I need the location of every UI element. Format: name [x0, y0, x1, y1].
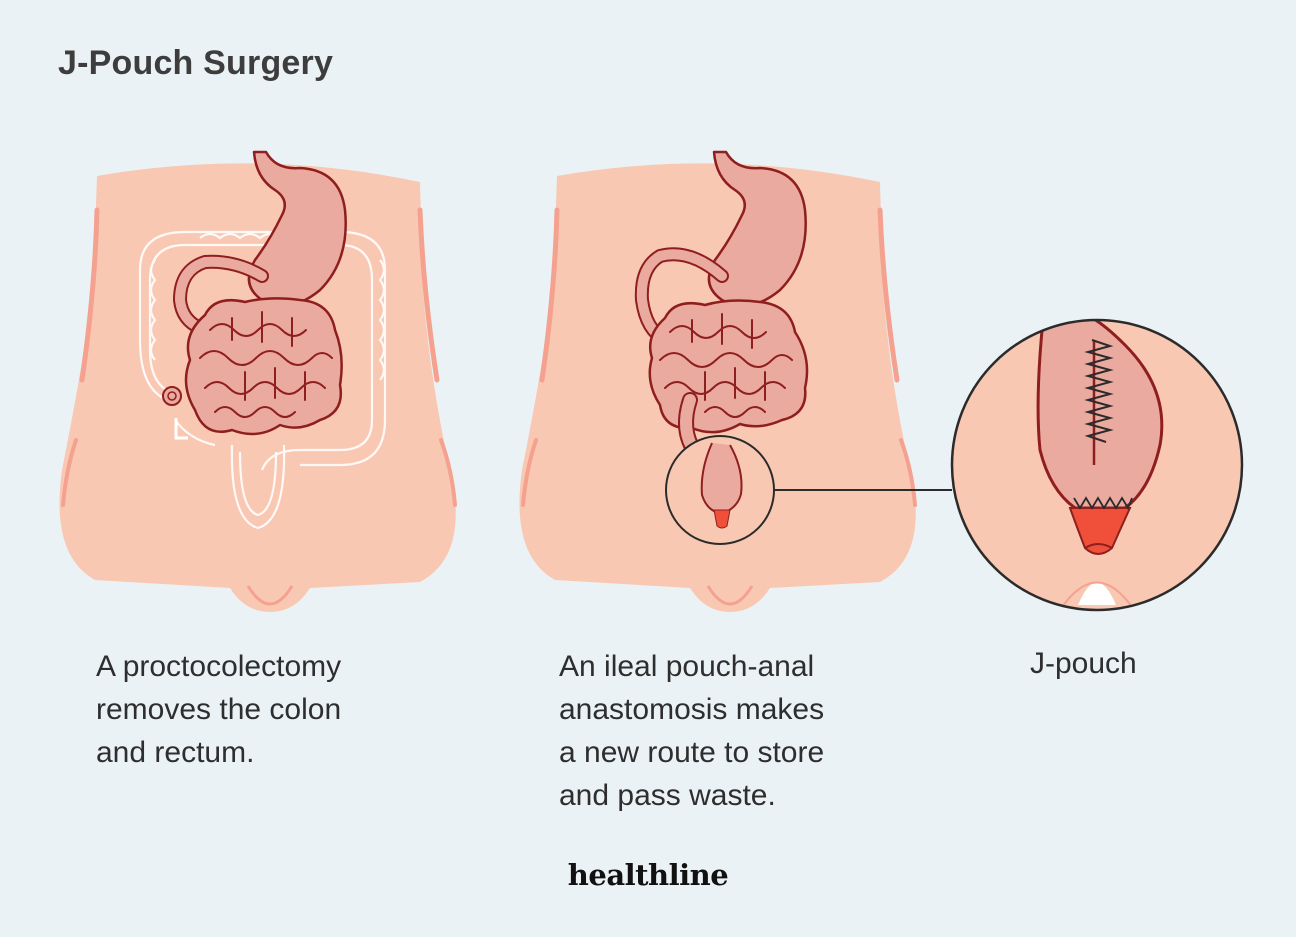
caption-j-pouch: J-pouch — [1030, 642, 1137, 685]
caption-line: anastomosis makes — [559, 693, 825, 726]
rectal-cuff-small — [713, 509, 731, 529]
torso-left-hip-line — [61, 438, 78, 507]
caption-line: removes the colon — [96, 693, 342, 726]
zoom-circle-border — [950, 318, 1244, 612]
small-intestine — [184, 297, 343, 436]
page-title: J-Pouch Surgery — [58, 44, 334, 82]
caption-line: An ileal pouch-anal — [559, 650, 815, 683]
torso-left-groin — [246, 585, 294, 606]
small-intestine-folds — [659, 313, 793, 418]
caption-line: a new route to store — [559, 736, 825, 769]
caption-line: and pass waste. — [559, 779, 776, 812]
torso-middle-groin — [706, 585, 754, 606]
colon-stump — [162, 386, 188, 440]
caption-line: J-pouch — [1030, 647, 1137, 680]
torso-middle-hip-line — [899, 438, 917, 507]
torso-left-hip-line — [439, 438, 457, 507]
staple-line — [1084, 339, 1114, 443]
brand-logo: healthline — [567, 858, 729, 892]
caption-ileal-pouch: An ileal pouch-anal anastomosis makes a … — [559, 645, 824, 817]
small-intestine-folds — [199, 311, 333, 418]
torso-left — [59, 150, 457, 612]
zoom-detail — [950, 318, 1244, 612]
caption-proctocolectomy: A proctocolectomy removes the colon and … — [96, 645, 341, 774]
torso-middle-side-line — [539, 207, 560, 383]
caption-line: A proctocolectomy — [96, 650, 342, 683]
caption-line: and rectum. — [96, 736, 255, 769]
anastomosis-staples — [1073, 496, 1133, 511]
j-pouch-large — [1036, 320, 1164, 510]
gluteal-cleft — [1078, 582, 1116, 605]
torso-middle-hip-line — [521, 438, 538, 507]
rectal-cuff-large — [1068, 507, 1132, 555]
torso-left-side-line — [79, 207, 100, 383]
small-intestine — [648, 299, 809, 434]
torso-middle-side-line — [877, 207, 900, 383]
torso-middle — [519, 150, 952, 612]
torso-left-side-line — [417, 207, 440, 383]
